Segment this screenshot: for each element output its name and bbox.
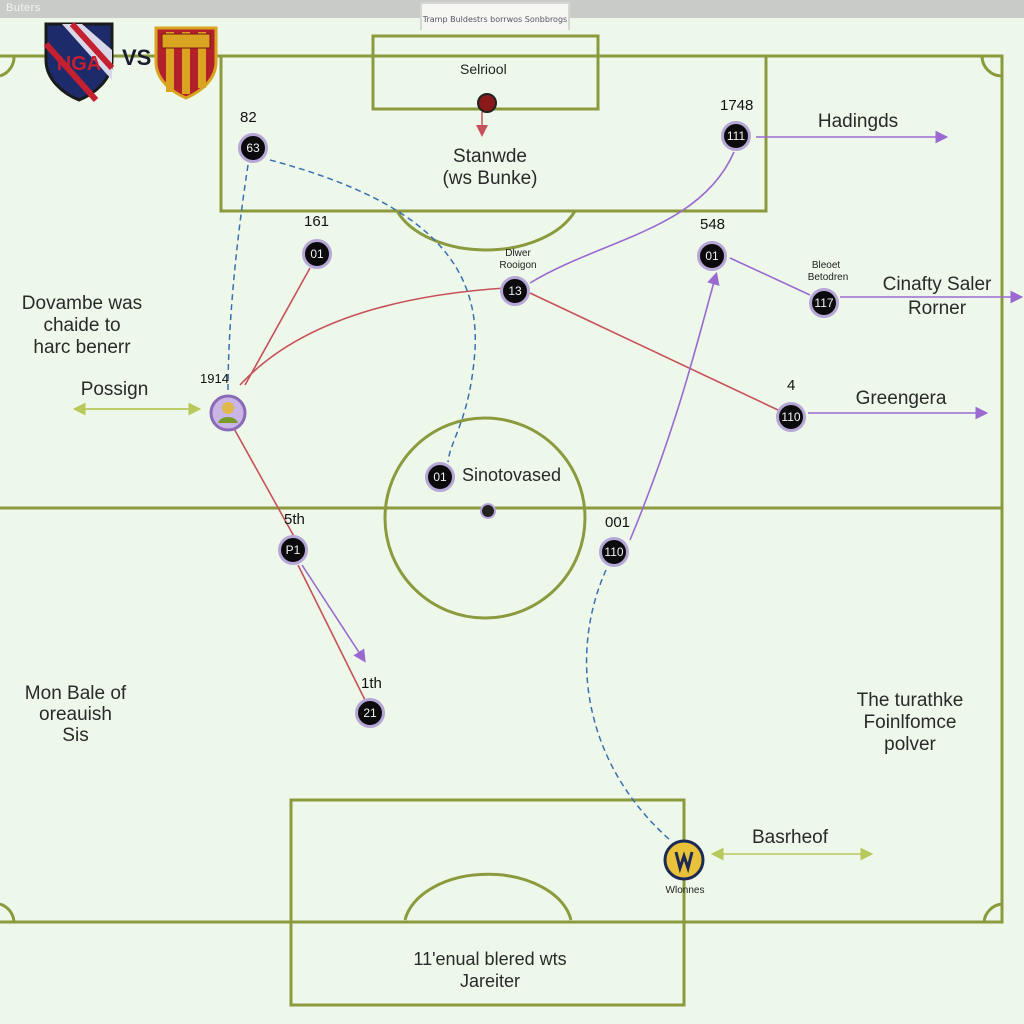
player-caption: Rooigon	[499, 260, 537, 271]
player-number: 161	[304, 213, 330, 230]
player-caption: Betodren	[807, 272, 849, 283]
purple-runs	[301, 130, 1024, 663]
player-marker[interactable]: 110	[776, 402, 806, 432]
annotation-right-mid-a-1: Cinafty Saler	[882, 274, 992, 295]
player-marker[interactable]: P1	[278, 535, 308, 565]
annotation-left-bottom-3: Sis	[62, 725, 89, 746]
player-number: 1th	[361, 675, 382, 692]
player-marker[interactable]: 01	[302, 239, 332, 269]
away-crest-icon	[154, 26, 218, 100]
annotation-right-bottom-1: The turathke	[856, 690, 964, 711]
center-note: Sinotovased	[462, 465, 562, 485]
player-marker[interactable]: 01	[697, 241, 727, 271]
annotation-right-mid-a-2: Rorner	[907, 298, 967, 319]
bottom-box-line1: 11'enual blered wts	[413, 949, 567, 969]
player-caption: Dlwer	[505, 248, 531, 259]
annotation-right-bottom-2: Foinlfomce	[863, 712, 957, 733]
center-spot	[480, 503, 496, 519]
annotation-right-bottom-3: polver	[884, 734, 936, 755]
player-marker[interactable]: 21	[355, 698, 385, 728]
player-marker[interactable]: 110	[599, 537, 629, 567]
player-number: 5th	[284, 511, 305, 528]
home-crest-icon: NGA	[43, 21, 115, 102]
svg-text:NGA: NGA	[57, 53, 101, 75]
goal-label: Selriool	[460, 61, 507, 77]
coach-icon[interactable]	[662, 838, 706, 882]
referee-icon[interactable]	[208, 393, 248, 433]
window-title: Buters	[6, 2, 41, 14]
player-number: 4	[787, 377, 796, 394]
player-number: 001	[605, 514, 631, 531]
annotation-left-top-2: chaide to	[43, 315, 121, 336]
bottom-box-line2: Jareiter	[459, 971, 521, 991]
player-marker[interactable]: 111	[721, 121, 751, 151]
annotation-left-bottom-1: Mon Bale of	[24, 683, 127, 704]
vs-label: VS	[122, 45, 152, 70]
box-note-line2: (ws Bunke)	[442, 168, 538, 189]
header-tab[interactable]: Tramp Buldestrs borrwos Sonbbrogs	[420, 2, 570, 30]
player-caption: Wlonnes	[665, 885, 705, 896]
header-tab-label: Tramp Buldestrs borrwos Sonbbrogs	[422, 15, 568, 24]
player-marker[interactable]: 117	[809, 288, 839, 318]
annotation-left-top-3: harc benerr	[33, 337, 131, 358]
box-note-line1: Stanwde	[453, 146, 527, 167]
blue-dashed-runs	[227, 159, 671, 841]
player-caption: Bleoet	[811, 260, 841, 271]
penalty-spot	[477, 93, 497, 113]
player-marker[interactable]: 01	[425, 462, 455, 492]
annotation-right-mid-b: Greengera	[855, 388, 947, 409]
player-marker[interactable]: 13	[500, 276, 530, 306]
red-runs	[231, 267, 779, 701]
annotation-bottom-right: Basrheof	[751, 827, 829, 848]
annotation-left-top-1: Dovambe was	[21, 293, 143, 314]
player-number: 82	[240, 109, 257, 126]
player-number: 1748	[720, 97, 754, 114]
annotation-left-mid: Possign	[80, 379, 149, 400]
annotation-right-top: Hadingds	[817, 111, 899, 132]
pitch-lines	[0, 34, 1004, 1007]
player-marker[interactable]: 63	[238, 133, 268, 163]
player-number: 1914	[200, 371, 229, 386]
annotation-left-bottom-2: oreauish	[39, 704, 112, 725]
green-arrows	[72, 402, 874, 861]
player-number: 548	[700, 216, 726, 233]
